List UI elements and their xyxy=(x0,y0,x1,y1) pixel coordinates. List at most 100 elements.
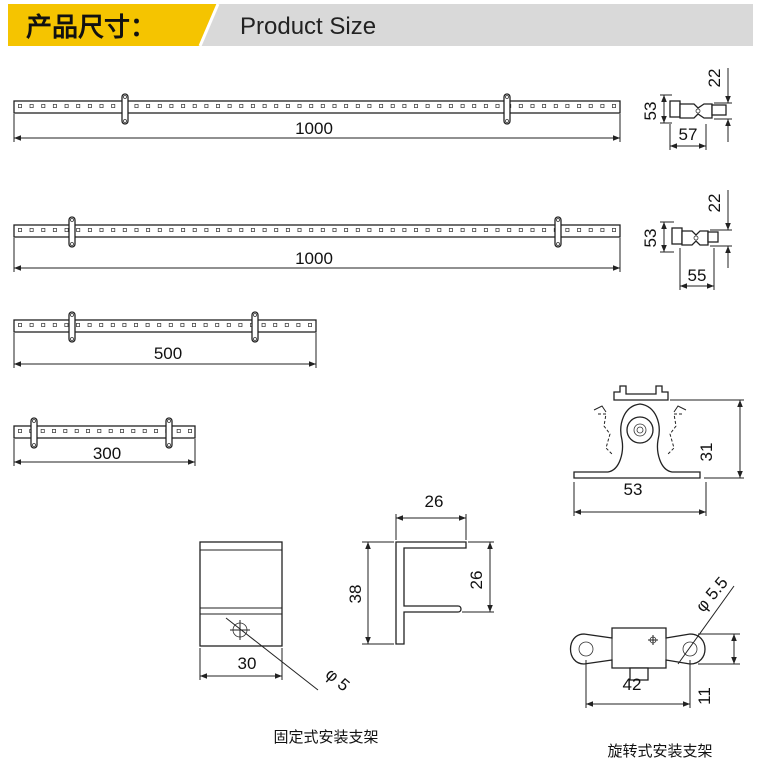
bar-holes xyxy=(18,228,616,232)
led-hole xyxy=(18,429,22,433)
led-hole xyxy=(76,104,81,108)
fixed-hole-label: φ 5 xyxy=(322,664,354,695)
led-hole xyxy=(204,228,209,232)
rotary-bracket-front: 53 31 xyxy=(573,385,744,516)
led-hole xyxy=(52,228,57,232)
led-hole xyxy=(181,104,186,108)
mount-clip-right xyxy=(165,417,173,449)
led-hole xyxy=(588,104,593,108)
led-hole xyxy=(518,228,523,232)
led-hole xyxy=(18,104,22,108)
side-depth-label: 57 xyxy=(679,125,698,144)
led-hole xyxy=(600,104,605,108)
led-hole xyxy=(52,104,57,108)
led-hole xyxy=(344,104,349,108)
rotary-bracket-top: 42 11 φ 5.5 旋转式安装支架 xyxy=(570,573,740,760)
led-hole xyxy=(215,323,220,327)
led-hole xyxy=(495,228,500,232)
led-hole xyxy=(483,228,488,232)
led-hole xyxy=(227,228,232,232)
led-hole xyxy=(530,228,535,232)
led-hole xyxy=(203,323,208,327)
led-hole xyxy=(309,104,314,108)
led-hole xyxy=(332,228,337,232)
led-hole xyxy=(320,104,325,108)
led-hole xyxy=(390,104,395,108)
bar-body xyxy=(13,224,621,238)
led-hole xyxy=(192,104,197,108)
led-hole xyxy=(437,228,442,232)
led-hole xyxy=(87,104,92,108)
led-hole xyxy=(52,429,56,433)
profile-height-label: 38 xyxy=(346,585,365,604)
led-hole xyxy=(553,104,558,108)
bar-body xyxy=(13,425,196,439)
side-depth-label: 55 xyxy=(688,266,707,285)
led-hole xyxy=(344,228,349,232)
bar-body xyxy=(13,319,317,333)
led-hole xyxy=(176,429,181,433)
side-offset-label: 22 xyxy=(705,194,724,213)
led-hole xyxy=(285,228,290,232)
led-hole xyxy=(18,323,22,327)
led-hole xyxy=(297,228,302,232)
led-hole xyxy=(168,323,173,327)
led-hole xyxy=(29,104,34,108)
rotary-width-label: 53 xyxy=(624,480,643,499)
led-hole xyxy=(227,104,232,108)
led-hole xyxy=(588,228,593,232)
led-hole xyxy=(145,323,150,327)
led-hole xyxy=(239,228,244,232)
led-hole xyxy=(29,323,34,327)
bar-body xyxy=(13,100,621,114)
led-hole xyxy=(99,323,104,327)
rotary-height-label: 31 xyxy=(697,443,716,462)
led-hole xyxy=(29,228,34,232)
led-hole xyxy=(284,323,289,327)
led-hole xyxy=(285,104,290,108)
led-hole xyxy=(367,228,372,232)
led-hole xyxy=(518,104,523,108)
fixed-caption: 固定式安装支架 xyxy=(273,728,378,746)
led-hole xyxy=(40,429,45,433)
led-hole xyxy=(262,104,267,108)
led-hole xyxy=(296,323,301,327)
led-hole xyxy=(332,104,337,108)
led-hole xyxy=(76,228,81,232)
side-offset-label: 22 xyxy=(705,69,724,88)
fixed-width-label: 30 xyxy=(238,654,257,673)
led-hole xyxy=(565,228,570,232)
led-hole xyxy=(108,429,113,433)
led-hole xyxy=(87,323,92,327)
led-hole xyxy=(483,104,488,108)
led-hole xyxy=(169,104,174,108)
header-accent xyxy=(8,4,218,46)
led-hole xyxy=(64,323,69,327)
led-hole xyxy=(250,228,255,232)
led-hole xyxy=(390,228,395,232)
bar-length-label: 500 xyxy=(154,344,182,363)
led-hole xyxy=(64,228,69,232)
rotary-caption: 旋转式安装支架 xyxy=(607,742,712,760)
header-title-cn: 产品尺寸： xyxy=(26,13,156,43)
led-hole xyxy=(472,104,477,108)
bar-length-label: 300 xyxy=(93,444,121,463)
mount-clip-right xyxy=(554,216,562,248)
led-hole xyxy=(63,429,68,433)
led-hole xyxy=(530,104,535,108)
led-hole xyxy=(612,228,616,232)
led-hole xyxy=(146,228,151,232)
led-hole xyxy=(76,323,80,327)
led-hole xyxy=(309,228,314,232)
header-banner: 产品尺寸： Product Size xyxy=(8,3,753,47)
led-hole xyxy=(238,323,243,327)
led-hole xyxy=(250,104,255,108)
led-hole xyxy=(448,104,453,108)
led-hole xyxy=(120,429,124,433)
led-hole xyxy=(142,429,147,433)
led-hole xyxy=(239,104,244,108)
led-hole xyxy=(600,228,605,232)
led-hole xyxy=(565,104,570,108)
led-hole xyxy=(99,104,104,108)
